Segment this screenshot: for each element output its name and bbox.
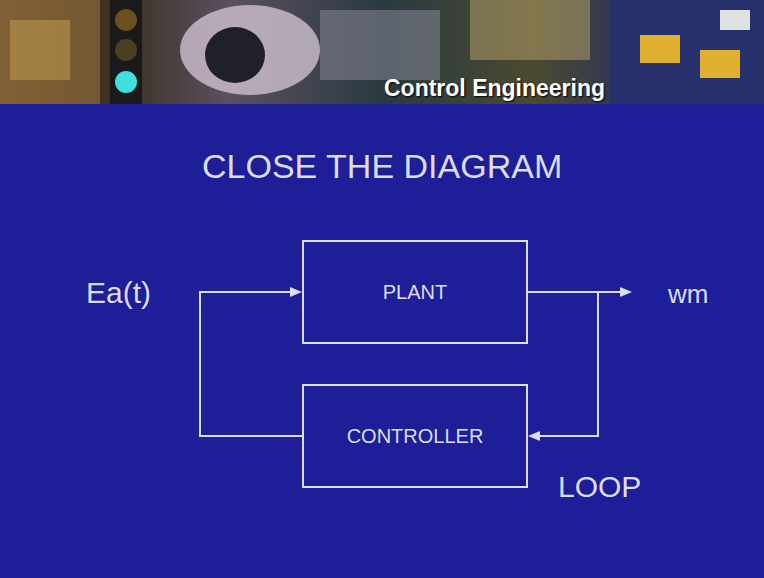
banner-title: Control Engineering <box>384 76 605 101</box>
photo-banner <box>0 0 764 106</box>
block-box: PLANT <box>302 240 528 344</box>
arrowhead <box>528 431 540 441</box>
connector-line <box>200 292 302 436</box>
feedback-connector <box>200 287 302 436</box>
output-line <box>598 291 620 293</box>
block-label: CONTROLLER <box>347 425 484 448</box>
block-box: CONTROLLER <box>302 384 528 488</box>
output-arrowhead <box>620 287 632 297</box>
arrowhead <box>290 287 302 297</box>
feedback-connector <box>528 292 598 441</box>
connector-line <box>528 292 598 436</box>
loop-note: LOOP <box>558 470 641 503</box>
diagram-title: CLOSE THE DIAGRAM <box>202 148 562 185</box>
input-signal: Ea(t) <box>86 276 151 309</box>
output-signal: wm <box>668 280 708 309</box>
block-label: PLANT <box>383 281 447 304</box>
